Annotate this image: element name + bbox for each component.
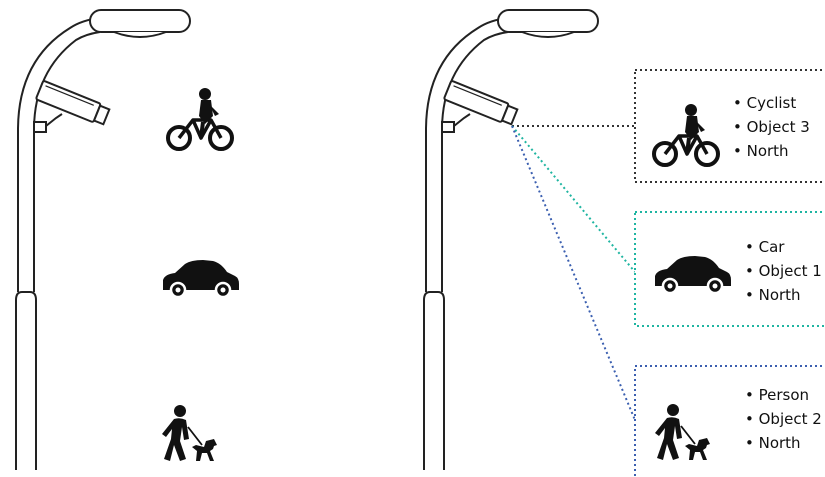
left-scene: [15, 9, 241, 471]
cyclist-icon: [166, 86, 234, 151]
detection-line: • Person: [745, 386, 809, 404]
detection-line: • Object 1: [745, 262, 822, 280]
detection-line: • North: [733, 142, 789, 160]
detection-frame: [634, 211, 825, 327]
detection-box-cyclist: • Cyclist • Object 3 • North: [634, 69, 825, 183]
car-icon: [161, 258, 241, 299]
connector-line-person: [511, 125, 636, 421]
connector-lines: [511, 125, 636, 421]
detection-line: • Car: [745, 238, 785, 256]
streetlamp-camera-left: [15, 9, 191, 471]
detection-line: • Object 3: [733, 118, 810, 136]
detection-line: • North: [745, 434, 801, 452]
detection-line: • North: [745, 286, 801, 304]
right-scene: • Cyclist • Object 3 • North • Car • Obj…: [423, 9, 825, 477]
streetlamp-camera-right: [423, 9, 599, 471]
detection-box-car: • Car • Object 1 • North: [634, 211, 825, 327]
detection-line: • Object 2: [745, 410, 822, 428]
detection-box-person: • Person • Object 2 • North: [634, 365, 825, 477]
person-walking-dog-icon: [161, 404, 218, 462]
connector-line-car: [511, 125, 636, 273]
detection-line: • Cyclist: [733, 94, 796, 112]
